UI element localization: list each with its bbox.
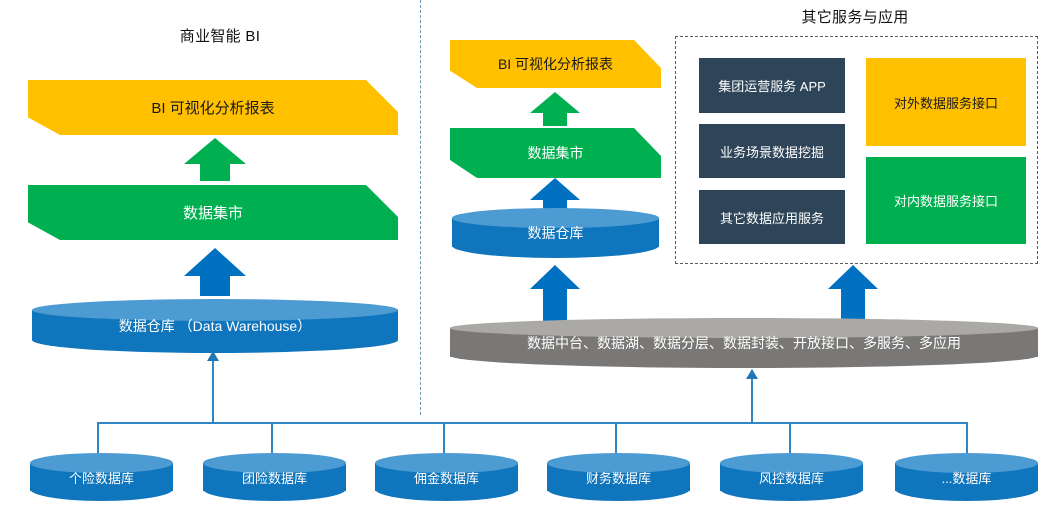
source-db-cylinder-3[interactable]: 佣金数据库 xyxy=(375,453,518,501)
app-box-group-operation[interactable]: 集团运营服务 APP xyxy=(699,58,845,113)
source-db-label-1: 个险数据库 xyxy=(68,470,134,486)
mid-bi-report-banner[interactable]: BI 可视化分析报表 xyxy=(450,40,661,88)
other-services-panel xyxy=(675,36,1038,264)
mid-data-warehouse-label: 数据仓库 xyxy=(527,225,584,241)
connector-arrowhead-left-warehouse xyxy=(207,348,219,366)
connector-drop-db-5 xyxy=(789,422,791,456)
left-arrow-warehouse-to-datamart xyxy=(184,248,246,296)
mid-arrow-platform-to-warehouse xyxy=(530,265,580,323)
apps-arrow-platform-to-services xyxy=(828,265,878,323)
mid-datamart-banner[interactable]: 数据集市 xyxy=(450,128,661,178)
connector-drop-db-1 xyxy=(97,422,99,456)
app-box-business-mining[interactable]: 业务场景数据挖掘 xyxy=(699,124,845,178)
connector-arrowhead-platform xyxy=(746,366,758,384)
section-title-other-services: 其它服务与应用 xyxy=(801,9,909,26)
left-data-warehouse-label: 数据仓库 （Data Warehouse） xyxy=(118,318,312,334)
source-db-cylinder-1[interactable]: 个险数据库 xyxy=(30,453,173,501)
app-box-external-data-api[interactable]: 对外数据服务接口 xyxy=(866,58,1026,146)
connector-drop-db-2 xyxy=(271,422,273,456)
source-db-label-2: 团险数据库 xyxy=(241,470,307,486)
left-arrow-datamart-to-report xyxy=(184,138,246,181)
source-db-cylinder-4[interactable]: 财务数据库 xyxy=(547,453,690,501)
data-platform-cylinder[interactable]: 数据中台、数据湖、数据分层、数据封装、开放接口、多服务、多应用 xyxy=(450,318,1038,368)
mid-arrow-datamart-to-report xyxy=(530,92,580,126)
connector-drop-db-4 xyxy=(615,422,617,456)
left-data-warehouse-cylinder[interactable]: 数据仓库 （Data Warehouse） xyxy=(32,299,398,353)
app-box-internal-data-api[interactable]: 对内数据服务接口 xyxy=(866,157,1026,244)
section-title-bi: 商业智能 BI xyxy=(179,28,261,45)
source-db-cylinder-2[interactable]: 团险数据库 xyxy=(203,453,346,501)
connector-drop-db-3 xyxy=(443,422,445,456)
source-db-label-4: 财务数据库 xyxy=(585,470,651,486)
connector-riser-left-warehouse xyxy=(212,352,214,423)
data-platform-label: 数据中台、数据湖、数据分层、数据封装、开放接口、多服务、多应用 xyxy=(527,335,961,351)
connector-drop-db-6 xyxy=(966,422,968,456)
source-db-label-5: 风控数据库 xyxy=(758,470,824,486)
source-db-cylinder-6[interactable]: ...数据库 xyxy=(895,453,1038,501)
vertical-dashed-divider xyxy=(420,0,421,415)
connector-riser-platform xyxy=(751,370,753,423)
left-bi-report-banner[interactable]: BI 可视化分析报表 xyxy=(28,80,398,135)
source-db-label-3: 佣金数据库 xyxy=(413,470,479,486)
mid-arrow-warehouse-to-datamart xyxy=(530,178,580,214)
left-datamart-banner[interactable]: 数据集市 xyxy=(28,185,398,240)
source-db-cylinder-5[interactable]: 风控数据库 xyxy=(720,453,863,501)
mid-data-warehouse-cylinder[interactable]: 数据仓库 xyxy=(452,208,659,258)
source-db-label-6: ...数据库 xyxy=(941,470,992,486)
app-box-other-data-apps[interactable]: 其它数据应用服务 xyxy=(699,190,845,244)
connector-horizontal-bus xyxy=(97,422,968,424)
